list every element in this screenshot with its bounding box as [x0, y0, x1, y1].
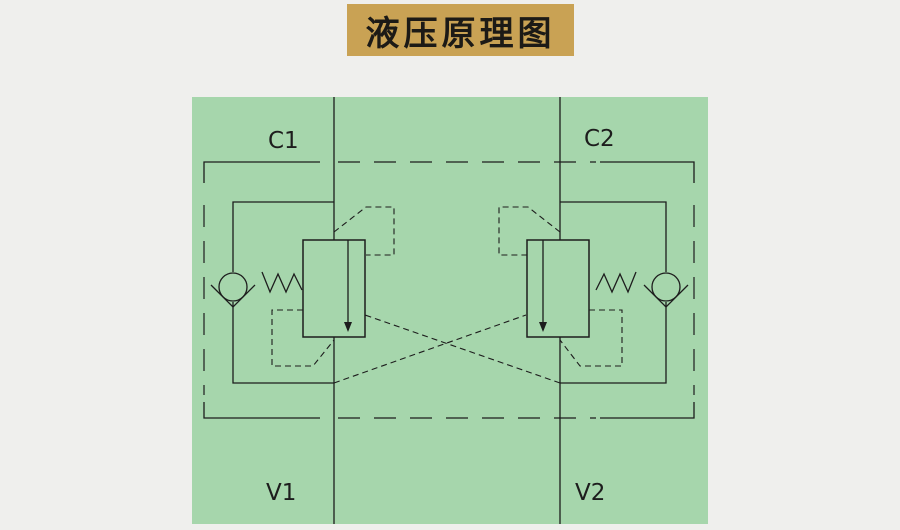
port-label-v1: V1	[266, 480, 296, 506]
spring-left	[261, 271, 303, 294]
port-label-v2: V2	[575, 480, 605, 506]
page-title: 液压原理图	[365, 13, 556, 54]
valve-group-right	[364, 201, 689, 384]
valve-body-right	[526, 239, 590, 338]
check-valve-seat-right	[643, 284, 689, 308]
check-valve-ball-left	[218, 272, 248, 302]
flow-arrow-right	[539, 322, 547, 332]
port-label-c2: C2	[584, 126, 615, 152]
port-label-c1: C1	[268, 128, 299, 154]
title-banner: 液压原理图	[347, 4, 574, 56]
schematic-background	[192, 97, 708, 524]
flow-arrow-left	[344, 322, 352, 332]
check-valve-ball-right	[651, 272, 681, 302]
check-valve-seat-left	[210, 284, 256, 308]
valve-group-left	[210, 201, 527, 384]
enclosure-boundary	[203, 161, 695, 419]
spring-right	[595, 271, 637, 294]
valve-body-left	[302, 239, 366, 338]
